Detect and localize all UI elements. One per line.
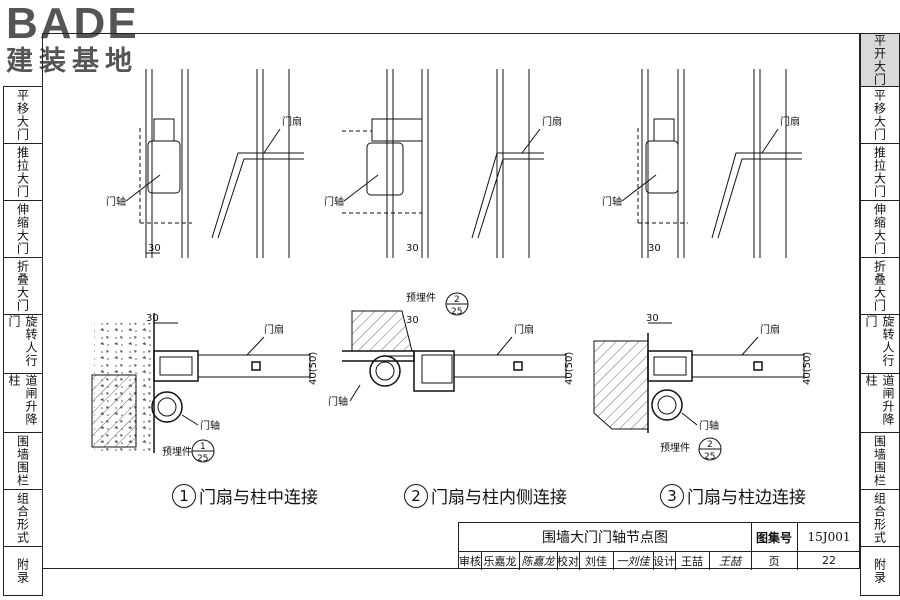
embedded-part-label: 预埋件 (406, 292, 436, 304)
door-axis-label: 门轴 (699, 419, 719, 432)
right-tab-push-pull-gate[interactable]: 推拉大门 (861, 144, 899, 201)
drawing-title: 围墙大门门轴节点图 (459, 523, 752, 551)
elevation-3: 30 门轴 门扇 (602, 69, 802, 258)
door-axis-label: 门轴 (328, 395, 348, 408)
hinge-detail-drawing: 30 门轴 门扇 30 门轴 门扇 (91, 69, 813, 464)
right-tab-fence[interactable]: 围墙围栏 (861, 433, 899, 490)
right-tab-folding-gate[interactable]: 折叠大门 (861, 258, 899, 315)
left-tab-folding-gate[interactable]: 折叠大门 (4, 258, 42, 315)
right-tab-revolving-door[interactable]: 旋转人行门 (861, 315, 899, 374)
door-axis-label: 门轴 (602, 195, 622, 208)
plan-1: 30 门扇 40(50) 门轴 预埋件 1 25 (91, 313, 319, 464)
left-tab-retractable-gate[interactable]: 伸缩大门 (4, 201, 42, 258)
right-side-nav: 平开大门 平移大门 推拉大门 伸缩大门 折叠大门 旋转人行门 道闸升降柱 围墙围… (860, 33, 900, 596)
caption-3-number: 3 (660, 483, 684, 508)
review-label: 审核 (459, 551, 482, 570)
check-signature: 一刘佳 (613, 551, 654, 570)
right-tab-swing-gate[interactable]: 平开大门 (861, 34, 899, 87)
review-name: 乐嘉龙 (481, 551, 520, 570)
logo-brand-text: BADE (6, 0, 139, 48)
dim-30-label: 30 (648, 243, 661, 254)
caption-2-text: 门扇与柱内侧连接 (431, 488, 567, 508)
caption-3: 3 门扇与柱边连接 (660, 483, 806, 508)
caption-2-number: 2 (404, 483, 428, 508)
dim-30-label: 30 (406, 243, 419, 254)
page-label: 页 (751, 551, 798, 570)
door-leaf-label: 门扇 (264, 323, 284, 336)
door-leaf-label: 门扇 (760, 323, 780, 336)
door-axis-label: 门轴 (324, 195, 344, 208)
review-signature: 陈嘉龙 (519, 551, 558, 570)
caption-1-number: 1 (172, 483, 196, 508)
right-tab-sliding-gate[interactable]: 平移大门 (861, 87, 899, 144)
right-tab-appendix[interactable]: 附录 (872, 558, 887, 584)
dim-30-label: 30 (148, 243, 161, 254)
ref-2-num: 2 (454, 295, 460, 305)
design-name: 王喆 (675, 551, 710, 570)
caption-1: 1 门扇与柱中连接 (172, 483, 318, 508)
check-label: 校对 (557, 551, 580, 570)
caption-2: 2 门扇与柱内侧连接 (404, 483, 567, 508)
page-value: 22 (822, 554, 836, 567)
ref-3-num: 2 (707, 440, 713, 450)
dim-40-50-label: 40(50) (564, 352, 575, 385)
left-tab-combination[interactable]: 组合形式 (4, 490, 42, 547)
drawing-frame (42, 33, 860, 569)
caption-1-text: 门扇与柱中连接 (199, 488, 318, 508)
dim-30-label: 30 (406, 315, 419, 326)
left-tab-fence[interactable]: 围墙围栏 (4, 433, 42, 490)
door-leaf-label: 门扇 (542, 115, 562, 128)
left-tab-appendix[interactable]: 附录 (15, 558, 30, 584)
ref-1-den: 25 (197, 454, 208, 464)
dim-30-label: 30 (146, 313, 159, 324)
left-tab-sliding-gate[interactable]: 平移大门 (4, 87, 42, 144)
design-label: 设计 (653, 551, 676, 570)
logo-subtitle: 建装基地 (6, 46, 138, 77)
door-leaf-label: 门扇 (780, 115, 800, 128)
check-name: 刘佳 (579, 551, 614, 570)
door-leaf-label: 门扇 (282, 115, 302, 128)
plan-3: 30 门扇 40(50) 门轴 预埋件 2 25 (593, 313, 813, 462)
left-tab-barrier-bollard[interactable]: 道闸升降柱 (4, 374, 42, 433)
dim-40-50-label: 40(50) (802, 352, 813, 385)
embedded-part-label: 预埋件 (660, 442, 690, 454)
caption-3-text: 门扇与柱边连接 (687, 488, 806, 508)
ref-2-den: 25 (451, 307, 462, 317)
left-side-nav: 平移大门 推拉大门 伸缩大门 折叠大门 旋转人行门 道闸升降柱 围墙围栏 组合形… (3, 86, 43, 596)
ref-1-num: 1 (200, 442, 206, 452)
elevation-2: 30 门轴 门扇 (324, 69, 562, 258)
dim-30-label: 30 (646, 313, 659, 324)
plan-2: 30 预埋件 2 25 门扇 40(50) 门轴 (328, 292, 575, 408)
door-axis-label: 门轴 (106, 195, 126, 208)
ref-3-den: 25 (704, 452, 715, 462)
embedded-part-label: 预埋件 (162, 446, 192, 458)
door-axis-label: 门轴 (200, 419, 220, 432)
brand-logo: BADE 建装基地 (6, 2, 176, 84)
atlas-number-label: 图集号 (751, 523, 798, 551)
door-leaf-label: 门扇 (514, 323, 534, 336)
left-tab-revolving-door[interactable]: 旋转人行门 (4, 315, 42, 374)
dim-40-50-label: 40(50) (308, 352, 319, 385)
atlas-number-value: 15J001 (807, 530, 851, 544)
title-block: 围墙大门门轴节点图 图集号 15J001 审核 乐嘉龙 陈嘉龙 校对 刘佳 一刘… (458, 522, 860, 570)
design-signature: 王喆 (709, 551, 752, 570)
right-tab-combination[interactable]: 组合形式 (861, 490, 899, 547)
left-tab-push-pull-gate[interactable]: 推拉大门 (4, 144, 42, 201)
right-tab-barrier-bollard[interactable]: 道闸升降柱 (861, 374, 899, 433)
elevation-1: 30 门轴 门扇 (106, 69, 304, 258)
right-tab-retractable-gate[interactable]: 伸缩大门 (861, 201, 899, 258)
